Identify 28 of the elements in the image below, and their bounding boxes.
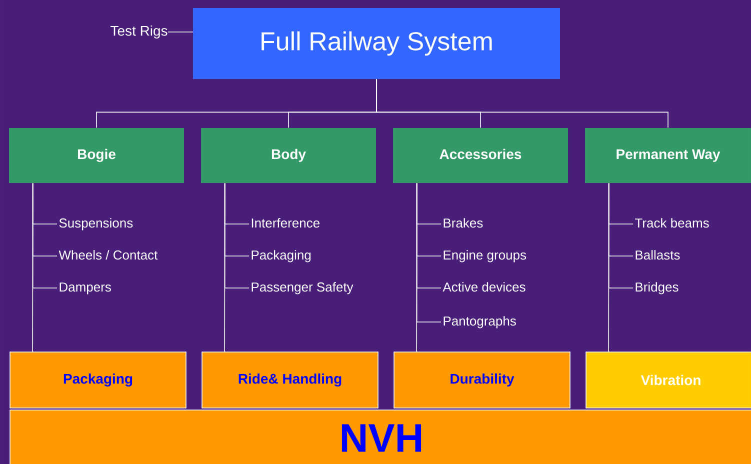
tree-connector <box>224 182 226 352</box>
aspect-box: Vibration <box>586 352 751 408</box>
category-box: Bogie <box>9 128 184 183</box>
title-box: Full Railway System <box>193 8 560 79</box>
aspect-box: Packaging <box>10 352 186 408</box>
item-label: Brakes <box>444 218 483 228</box>
item-label: Active devices <box>442 282 526 292</box>
tree-connector <box>416 182 418 352</box>
tree-connector <box>376 78 668 128</box>
item-label: Track beams <box>635 218 709 228</box>
item-label: Bridges <box>636 282 678 294</box>
category-box: Accessories <box>393 128 568 183</box>
side-label: Test Rigs <box>110 25 168 39</box>
item-label: Pantographs <box>444 316 516 328</box>
aspect-box: Ride& Handling <box>202 352 378 408</box>
item-label: Interference <box>252 218 320 228</box>
tree-connector <box>32 182 34 352</box>
aspect-box: Durability <box>394 352 570 408</box>
tree-connector <box>608 182 610 352</box>
category-box: Body <box>201 128 376 183</box>
item-label: Dampers <box>60 282 111 294</box>
item-label: Wheels / Contact <box>58 250 158 260</box>
item-label: Passenger Safety <box>252 282 354 294</box>
item-label: Packaging <box>252 250 311 262</box>
item-label: Suspensions <box>59 218 133 230</box>
item-label: Engine groups <box>444 250 526 262</box>
category-box: Permanent Way <box>585 128 751 183</box>
item-label: Ballasts <box>636 250 680 260</box>
